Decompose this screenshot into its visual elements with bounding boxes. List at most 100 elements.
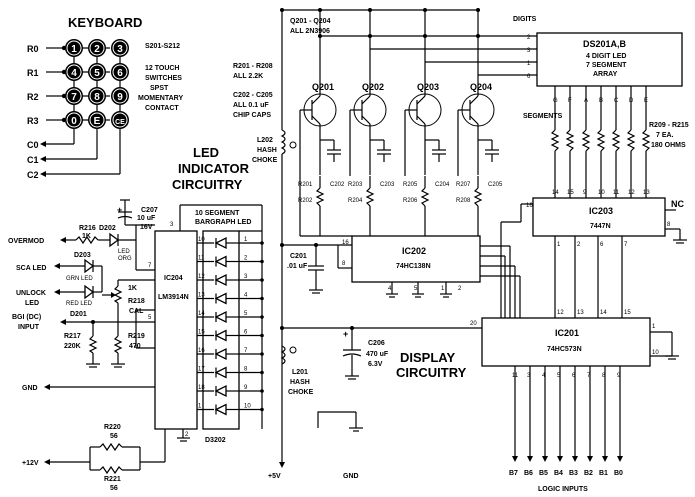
d202-label: D202 [99,225,116,232]
cap-note: CHIP CAPS [233,112,271,119]
key-ring [66,40,82,56]
key-button[interactable] [111,87,129,105]
key-button[interactable] [88,87,106,105]
key-label: 5 [94,68,100,79]
resistor-label: R205 [403,182,418,188]
cap-label: C203 [380,182,395,188]
ic201-part: 74HC573N [547,346,582,353]
key-label: 9 [117,92,123,103]
input-label: SCA LED [16,265,46,272]
input-label: BGI (DC) [12,314,41,321]
pin-number: 11 [198,256,205,262]
plus-sign: + [343,329,348,339]
pin-number: 15 [198,330,205,336]
ic204-name: IC204 [164,275,183,282]
segment-resistor [581,129,591,152]
pin-number: 7 [148,263,152,269]
r218-label: R218 [128,298,145,305]
r221-label: R221 [104,476,121,483]
pin-number: 6 [600,242,604,248]
key-label: 6 [117,68,123,79]
key-button[interactable] [111,63,129,81]
pin-number: 1 [441,286,445,292]
pin-number: 2 [577,242,581,248]
resistor-note: R201 - R208 [233,63,273,70]
resistor-label: R203 [348,182,363,188]
key-button[interactable] [65,39,83,57]
pin-number: 11 [512,373,519,379]
pin-number: 3 [527,48,531,54]
transistor-label: Q202 [362,82,384,92]
pin-number: 13 [198,293,205,299]
ic201-block [481,317,651,367]
c207-label: 10 uF [137,215,156,222]
seg-res-note: R209 - R215 [649,122,689,129]
key-ring [112,112,128,128]
l202-label: CHOKE [252,157,278,164]
r217-label: 220K [64,343,81,350]
resistor-label: R208 [456,198,471,204]
key-ring [66,88,82,104]
seg-res-note: 180 OHMS [651,142,686,149]
pin-number: 16 [342,240,349,246]
c201-label: .01 uF [287,263,308,270]
transistor-note: ALL 2N3906 [290,28,330,35]
pin-number: 14 [600,310,607,316]
pin-number: 6 [244,330,248,336]
key-label: E [94,116,101,127]
key-button[interactable] [111,111,129,129]
input-label: UNLOCK [16,290,46,297]
c207-label: C207 [141,207,158,214]
col-label: C1 [27,155,39,165]
c206-label: 6.3V [368,361,383,368]
led-title: LED [193,145,219,160]
ds201-display [536,32,683,87]
pin-number: 3 [527,373,531,379]
keyboard-title: KEYBOARD [68,15,142,30]
pin-number: 9 [583,190,587,196]
r219-label: 470 [129,343,141,350]
l201-label: CHOKE [288,389,314,396]
d202-led: LED [118,249,130,255]
key-button[interactable] [88,63,106,81]
transistor-note: Q201 - Q204 [290,18,331,25]
key-button[interactable] [88,39,106,57]
pin-number: 4 [542,373,546,379]
key-button[interactable] [65,87,83,105]
key-label: 3 [117,44,123,55]
l201-label: HASH [290,379,310,386]
pin-number: 14 [552,190,559,196]
led-title: CIRCUITRY [172,177,243,192]
key-ring [112,88,128,104]
key-button[interactable] [65,111,83,129]
ic203-name: IC203 [589,206,613,216]
pin-number: 6 [527,74,531,80]
key-ring [66,112,82,128]
key-button[interactable] [65,63,83,81]
pin-number: 12 [628,190,635,196]
pin-number: 10 [244,404,251,410]
d201-led: RED LED [66,301,93,307]
pin-number: 16 [198,348,205,354]
r221-label: 56 [110,485,118,492]
logic-inputs-label: LOGIC INPUTS [538,486,588,493]
seg-res-note: 7 EA. [656,132,674,139]
logic-bit-label: B1 [599,470,608,477]
key-button[interactable] [111,39,129,57]
input-label: OVERMOD [8,238,44,245]
pin-number: 13 [643,190,650,196]
bargraph-label: BARGRAPH LED [195,219,251,226]
pin-number: 8 [244,367,248,373]
plus-sign: + [117,205,122,215]
pin-number: 9 [617,373,621,379]
plus5-label: +5V [268,473,281,480]
row-label: R2 [27,92,39,102]
segment-resistor [550,129,560,152]
pin-number: 6 [572,373,576,379]
r216-label: 1K [82,233,91,240]
key-label: 8 [94,92,100,103]
key-button[interactable] [88,111,106,129]
pin-number: 7 [624,242,628,248]
ds201-desc: 7 SEGMENT [586,62,627,69]
